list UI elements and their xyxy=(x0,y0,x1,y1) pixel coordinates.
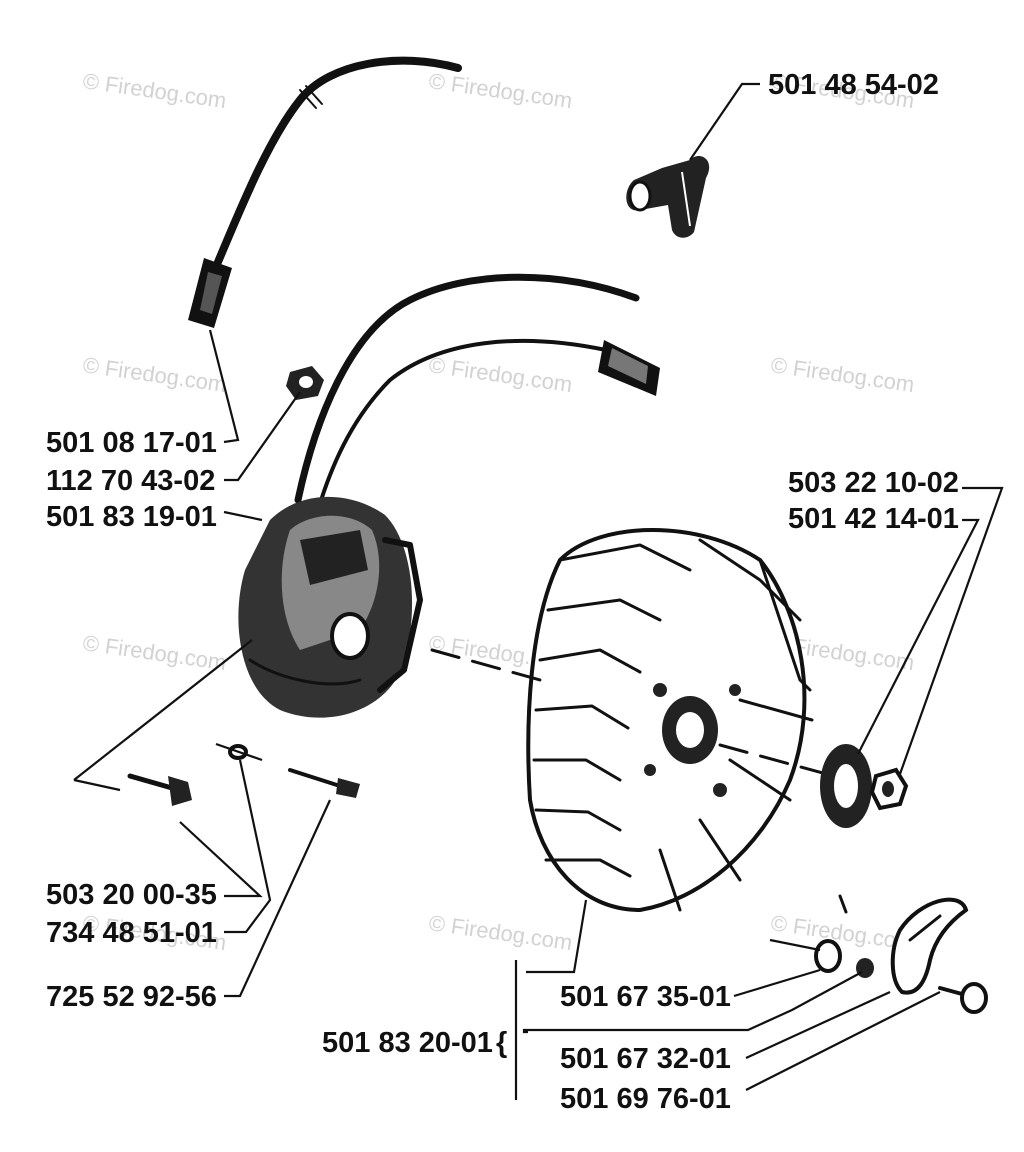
part-label: 501 48 54-02 xyxy=(768,69,939,101)
watermark: © Firedog.com xyxy=(769,352,916,397)
flywheel xyxy=(526,528,814,913)
module-wires xyxy=(294,273,660,512)
flywheel-nut xyxy=(869,767,909,811)
flywheel-fins xyxy=(532,538,814,912)
part-label: 501 83 19-01 xyxy=(46,501,217,533)
watermark: © Firedog.com xyxy=(427,910,574,955)
leader-lines xyxy=(73,82,1004,1100)
bracket: { xyxy=(496,1027,507,1059)
pawl-pin xyxy=(838,894,848,914)
screw-725-52-92-56 xyxy=(288,768,360,798)
part-labels: 501 48 54-02 501 08 17-01 112 70 43-02 5… xyxy=(46,69,959,1115)
part-label: 501 67 32-01 xyxy=(560,1043,731,1075)
centerline xyxy=(430,648,832,777)
watermark: © Firedog.com xyxy=(81,352,228,397)
nut xyxy=(286,366,324,400)
watermark: © Firedog.com xyxy=(427,68,574,113)
flywheel-washer xyxy=(820,744,872,828)
watermark: © Firedog.com xyxy=(81,630,228,675)
screw-503-20-00-35 xyxy=(127,773,192,806)
pawl-washer xyxy=(814,939,842,973)
part-label: 501 83 20-01 xyxy=(322,1027,493,1059)
part-label: 501 42 14-01 xyxy=(788,503,959,535)
part-label: 734 48 51-01 xyxy=(46,917,217,949)
ignition-module xyxy=(238,496,423,718)
part-label: 501 69 76-01 xyxy=(560,1083,731,1115)
part-label: 501 67 35-01 xyxy=(560,981,731,1013)
pawl-screw xyxy=(938,982,988,1014)
ignition-lead xyxy=(188,56,462,328)
part-label: 112 70 43-02 xyxy=(46,465,215,497)
part-label: 725 52 92-56 xyxy=(46,981,217,1013)
part-label: 503 20 00-35 xyxy=(46,879,217,911)
watermark: © Firedog.com xyxy=(81,68,228,113)
part-label: 503 22 10-02 xyxy=(788,467,959,499)
part-label: 501 08 17-01 xyxy=(46,427,217,459)
starter-pawl xyxy=(890,897,969,995)
spark-plug-cap xyxy=(626,156,710,238)
watermark: © Firedog.com xyxy=(427,352,574,397)
